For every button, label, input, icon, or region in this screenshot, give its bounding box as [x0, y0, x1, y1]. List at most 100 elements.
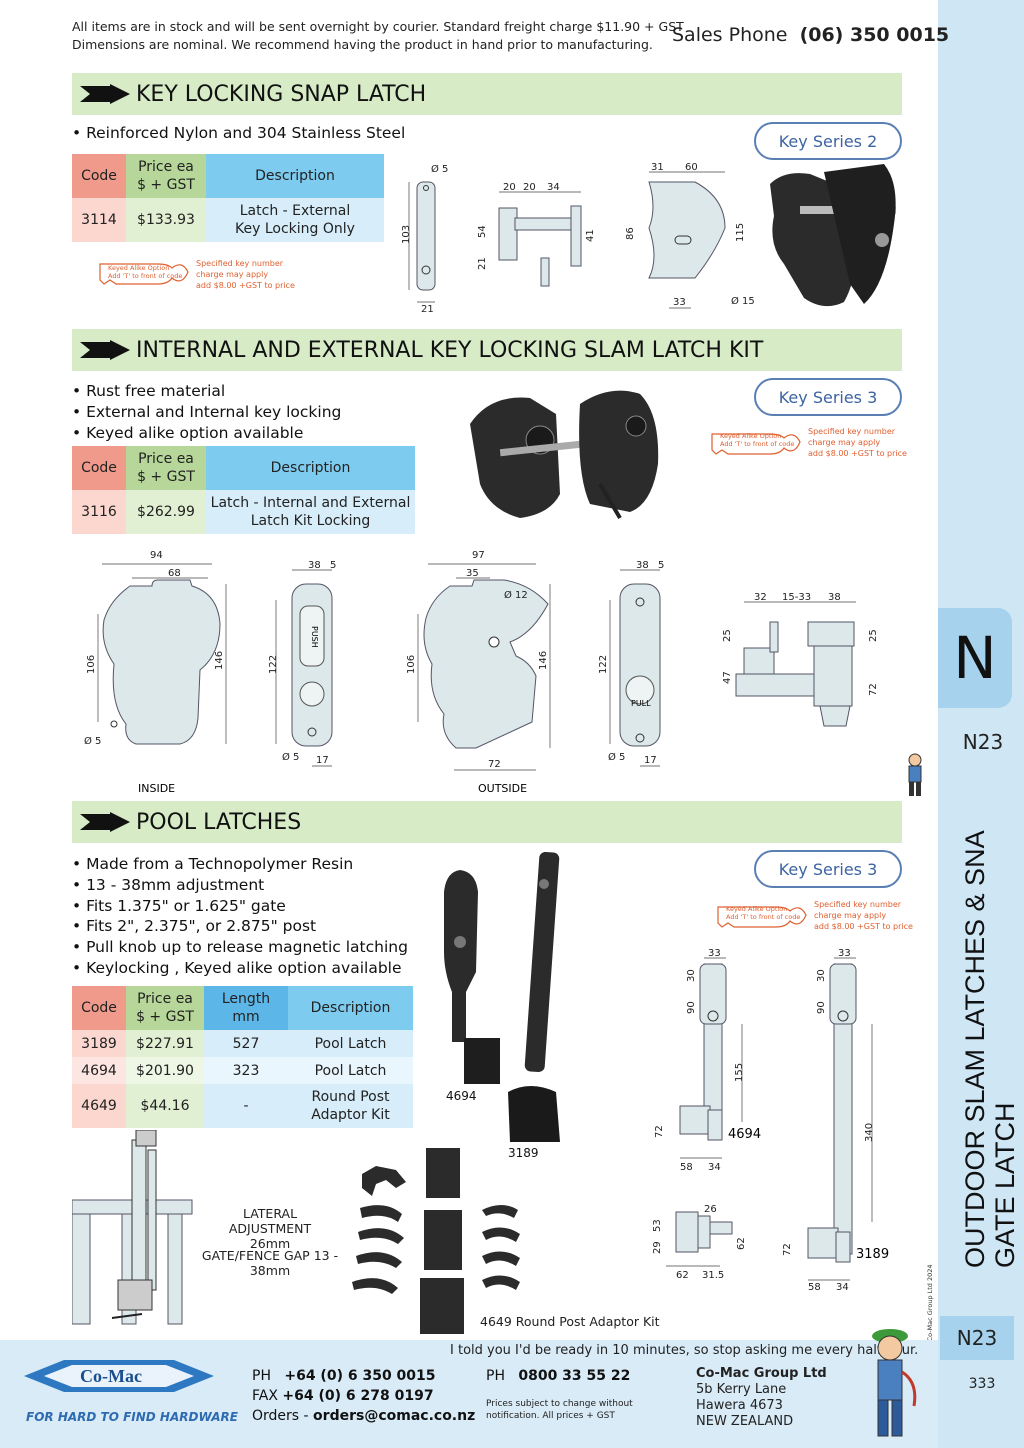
svg-text:68: 68	[168, 568, 181, 579]
bullet-list: • Reinforced Nylon and 304 Stainless Ste…	[72, 123, 405, 144]
section-header-slam-latch-kit: INTERNAL AND EXTERNAL KEY LOCKING SLAM L…	[72, 329, 902, 371]
svg-text:47: 47	[722, 671, 733, 684]
svg-text:20: 20	[523, 182, 536, 193]
header-description: Description	[288, 986, 413, 1030]
bullet-item: • Fits 2", 2.375", or 2.875" post	[72, 917, 317, 936]
sales-number: (06) 350 0015	[799, 24, 950, 46]
svg-text:Ø 5: Ø 5	[431, 163, 448, 175]
svg-text:38: 38	[636, 560, 649, 571]
svg-text:41: 41	[585, 229, 596, 242]
cell-code: 3114	[72, 198, 126, 242]
svg-text:106: 106	[86, 655, 97, 674]
svg-text:Ø 5: Ø 5	[84, 735, 101, 747]
header-description: Description	[206, 446, 415, 490]
svg-text:21: 21	[421, 304, 434, 315]
outside-view-drawing: 97 35 Ø 12 106 146 72 OUTSIDE	[406, 550, 551, 795]
svg-text:Co-Mac: Co-Mac	[80, 1366, 142, 1386]
header-description: Description	[206, 154, 384, 198]
section-header-pool-latches: POOL LATCHES	[72, 801, 902, 843]
arrow-icon	[80, 812, 130, 832]
gate-installation-illustration	[72, 1130, 193, 1325]
svg-text:34: 34	[836, 1282, 849, 1293]
svg-text:58: 58	[808, 1282, 821, 1293]
latch-kit-drawings: 94 68 106 146 Ø 5 INSIDE PUSH 38 5 122 Ø…	[84, 550, 879, 795]
svg-text:Ø 5: Ø 5	[608, 751, 625, 763]
svg-text:34: 34	[547, 182, 560, 193]
cell-length: -	[204, 1084, 288, 1128]
section-header-key-locking: KEY LOCKING SNAP LATCH	[72, 73, 902, 115]
inside-front-drawing: PUSH 38 5 122 Ø 5 17	[268, 560, 336, 767]
right-sidebar	[938, 0, 1024, 1448]
table-row: 3189 $227.91 527 Pool Latch	[72, 1030, 413, 1057]
mascot-small-icon	[908, 753, 922, 796]
svg-text:90: 90	[816, 1001, 827, 1014]
page-number: 333	[968, 1376, 996, 1392]
bullet-item: • 13 - 38mm adjustment	[72, 875, 265, 894]
mascot-icon	[872, 1329, 917, 1437]
svg-text:21: 21	[477, 257, 488, 270]
svg-text:62: 62	[676, 1270, 689, 1281]
copyright: © Co-Mac Group Ltd 2024	[926, 1264, 934, 1350]
cell-price: $262.99	[126, 490, 206, 534]
drawing-4694: 33 30 90 155 72 58 34 4694	[654, 948, 761, 1173]
svg-text:35: 35	[466, 568, 479, 579]
key-series-badge: Key Series 3	[754, 378, 902, 416]
svg-text:53: 53	[652, 1219, 663, 1232]
drawing-3189: 33 30 90 340 72 58 34 3189	[782, 948, 889, 1293]
header-notice: All items are in stock and will be sent …	[72, 18, 684, 54]
vertical-title: OUTDOOR SLAM LATCHES & SNAP GATE LATCH	[960, 830, 1020, 1268]
key-icon	[711, 433, 801, 455]
gate-gap-label: GATE/FENCE GAP 13 -38mm	[201, 1248, 339, 1278]
outside-front-drawing: PULL 38 5 122 Ø 5 17	[598, 560, 664, 767]
svg-text:86: 86	[625, 227, 636, 240]
svg-text:58: 58	[680, 1162, 693, 1173]
sales-label: Sales Phone	[672, 24, 788, 46]
svg-text:5: 5	[330, 560, 336, 571]
section-title: INTERNAL AND EXTERNAL KEY LOCKING SLAM L…	[136, 337, 764, 363]
svg-text:33: 33	[673, 297, 686, 308]
contact-block: PH +64 (0) 6 350 0015 FAX +64 (0) 6 278 …	[252, 1368, 476, 1424]
key-icon	[717, 906, 807, 928]
section-title: KEY LOCKING SNAP LATCH	[136, 81, 427, 107]
footer-quote: I told you I'd be ready in 10 minutes, s…	[450, 1343, 919, 1358]
svg-text:72: 72	[868, 683, 879, 696]
svg-text:103: 103	[401, 225, 412, 244]
key-series-badge: Key Series 2	[754, 122, 902, 160]
arrow-icon	[80, 340, 130, 360]
company-address: Co-Mac Group Ltd 5b Kerry Lane Hawera 46…	[696, 1366, 827, 1429]
bullet-item: • Reinforced Nylon and 304 Stainless Ste…	[72, 124, 406, 142]
svg-text:33: 33	[708, 948, 721, 959]
side-assembly-drawing: 32 15-33 38 25 47 25 72	[722, 592, 879, 727]
latch-3114-photo	[770, 164, 896, 307]
svg-text:72: 72	[782, 1243, 793, 1256]
bullet-list: • Made from a Technopolymer Resin • 13 -…	[72, 854, 408, 979]
cell-description: Pool Latch	[288, 1030, 413, 1057]
price-table-3116: Code Price ea$ + GST Description 3116 $2…	[72, 446, 415, 534]
cell-code: 3116	[72, 490, 126, 534]
front-view-drawing: 103 Ø 5 21	[401, 163, 448, 315]
svg-text:INSIDE: INSIDE	[138, 782, 175, 795]
svg-text:54: 54	[477, 225, 488, 238]
svg-text:31.5: 31.5	[702, 1270, 724, 1281]
svg-text:30: 30	[816, 969, 827, 982]
svg-text:122: 122	[598, 655, 609, 674]
svg-text:17: 17	[644, 755, 657, 766]
header-price: Price ea$ + GST	[126, 154, 206, 198]
svg-text:29: 29	[652, 1241, 663, 1254]
svg-text:5: 5	[658, 560, 664, 571]
header-price: Price ea$ + GST	[126, 986, 204, 1030]
cell-length: 323	[204, 1057, 288, 1084]
page-code-top: N23	[962, 730, 1004, 754]
svg-text:PUSH: PUSH	[310, 626, 319, 648]
svg-text:31: 31	[651, 162, 664, 173]
svg-text:26: 26	[704, 1204, 717, 1215]
notice-line-1: All items are in stock and will be sent …	[72, 19, 684, 34]
comac-logo: Co-Mac	[24, 1360, 214, 1392]
svg-text:32: 32	[754, 592, 767, 603]
freephone: PH 0800 33 55 22	[486, 1368, 631, 1384]
